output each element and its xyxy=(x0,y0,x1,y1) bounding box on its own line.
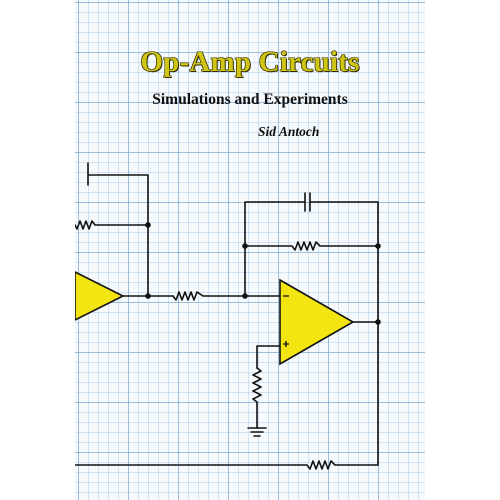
output-wire xyxy=(352,321,379,466)
cover-title: Op-Amp Circuits xyxy=(140,46,360,78)
junction-dot xyxy=(242,243,248,249)
junction-dot xyxy=(375,243,381,249)
left-op-amp xyxy=(75,271,125,321)
book-cover: Op-Amp Circuits Simulations and Experime… xyxy=(75,0,425,500)
input-resistor xyxy=(172,291,246,301)
ground-symbol xyxy=(247,427,267,437)
noninverting-input-wire xyxy=(256,345,281,369)
op-amp-schematic xyxy=(75,162,381,470)
main-op-amp xyxy=(279,278,355,366)
ground-resistor xyxy=(252,367,262,429)
capacitor-wire-right xyxy=(309,201,379,323)
cover-author: Sid Antoch xyxy=(258,124,320,139)
cover-subtitle: Simulations and Experiments xyxy=(152,91,348,108)
feedback-resistor-wire xyxy=(244,241,379,251)
junction-dot xyxy=(375,319,381,325)
feedback-left-wire xyxy=(244,201,301,297)
bottom-resistor xyxy=(75,460,379,470)
junction-dot xyxy=(242,293,248,299)
left-top-wire xyxy=(87,162,149,297)
junction-dot xyxy=(145,293,151,299)
junction-dot xyxy=(145,222,151,228)
left-resistor xyxy=(75,220,149,230)
